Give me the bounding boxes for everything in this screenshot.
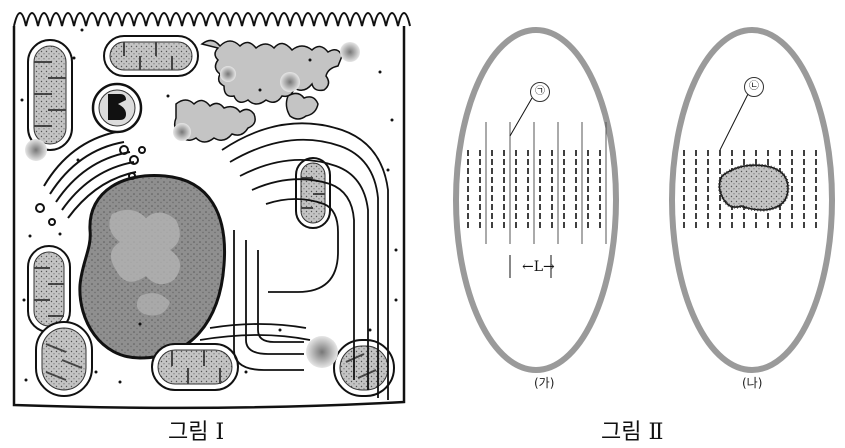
smooth-er (175, 40, 342, 142)
chromatin (109, 210, 180, 284)
figure-2-caption: 그림 Ⅱ (601, 414, 663, 446)
panel-label-ga: (가) (534, 374, 554, 391)
mitochondrion-bottom (152, 344, 238, 390)
vesicle (173, 123, 191, 141)
label-nieun: ㉡ (744, 77, 764, 97)
vesicle (306, 336, 338, 368)
mitochondrion-bottom-left (36, 322, 92, 396)
figure-1-caption: 그림 Ⅰ (168, 414, 224, 446)
mitochondrion-left-middle (28, 246, 70, 332)
vesicle (280, 72, 300, 92)
microscope-field-a (456, 30, 616, 370)
lysosome (93, 84, 141, 132)
mitochondrion-bottom-right (334, 340, 394, 396)
cell-diagram (14, 13, 410, 408)
cell-specimen (719, 165, 788, 210)
panel-label-na: (나) (742, 374, 762, 391)
mitochondrion-top-left (28, 40, 72, 150)
length-label: ←L→ (522, 259, 555, 275)
label-giyeok: ㉠ (530, 82, 550, 102)
microvilli-border (14, 13, 410, 26)
mitochondrion-inner-er (296, 158, 330, 228)
mitochondrion-top (104, 36, 198, 76)
vesicle (25, 139, 47, 161)
vesicle (340, 42, 360, 62)
vesicle (220, 66, 236, 82)
